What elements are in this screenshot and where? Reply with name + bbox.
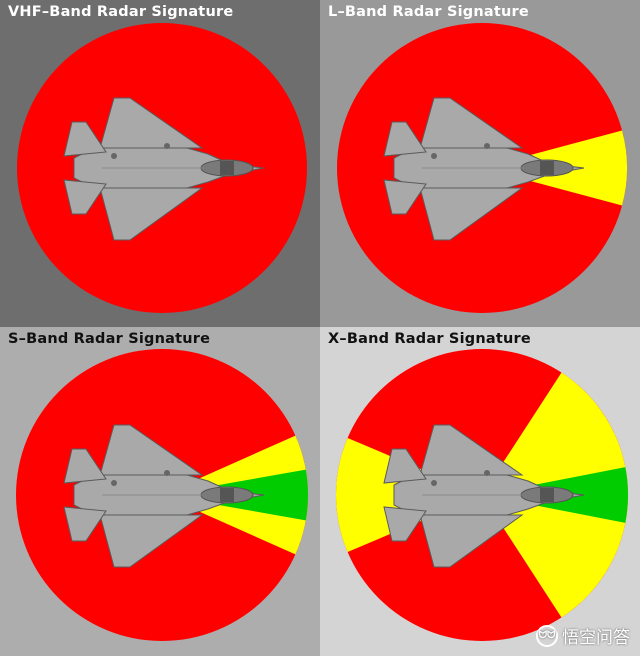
panel-vhf-band: VHF–Band Radar Signature bbox=[0, 0, 320, 327]
panel-s-band: S–Band Radar Signature bbox=[0, 327, 320, 656]
radar-plot-vhf bbox=[0, 0, 320, 327]
watermark: ᗢᗢ 悟空问答 bbox=[536, 623, 630, 648]
radar-plot-l bbox=[320, 0, 640, 327]
radar-plot-s bbox=[0, 327, 320, 656]
aircraft-icon bbox=[383, 97, 585, 241]
panel-l-band: L–Band Radar Signature bbox=[320, 0, 640, 327]
watermark-text: 悟空问答 bbox=[562, 628, 630, 648]
aircraft-icon bbox=[63, 424, 265, 568]
panel-title-vhf: VHF–Band Radar Signature bbox=[8, 4, 234, 20]
panel-title-s: S–Band Radar Signature bbox=[8, 331, 211, 347]
panel-title-x: X–Band Radar Signature bbox=[328, 331, 531, 347]
radar-plot-x bbox=[320, 327, 640, 656]
panel-x-band: X–Band Radar Signature bbox=[320, 327, 640, 656]
panel-title-l: L–Band Radar Signature bbox=[328, 4, 529, 20]
aircraft-icon bbox=[383, 424, 585, 568]
aircraft-icon bbox=[63, 97, 265, 241]
wukong-logo-icon: ᗢᗢ bbox=[536, 624, 558, 647]
